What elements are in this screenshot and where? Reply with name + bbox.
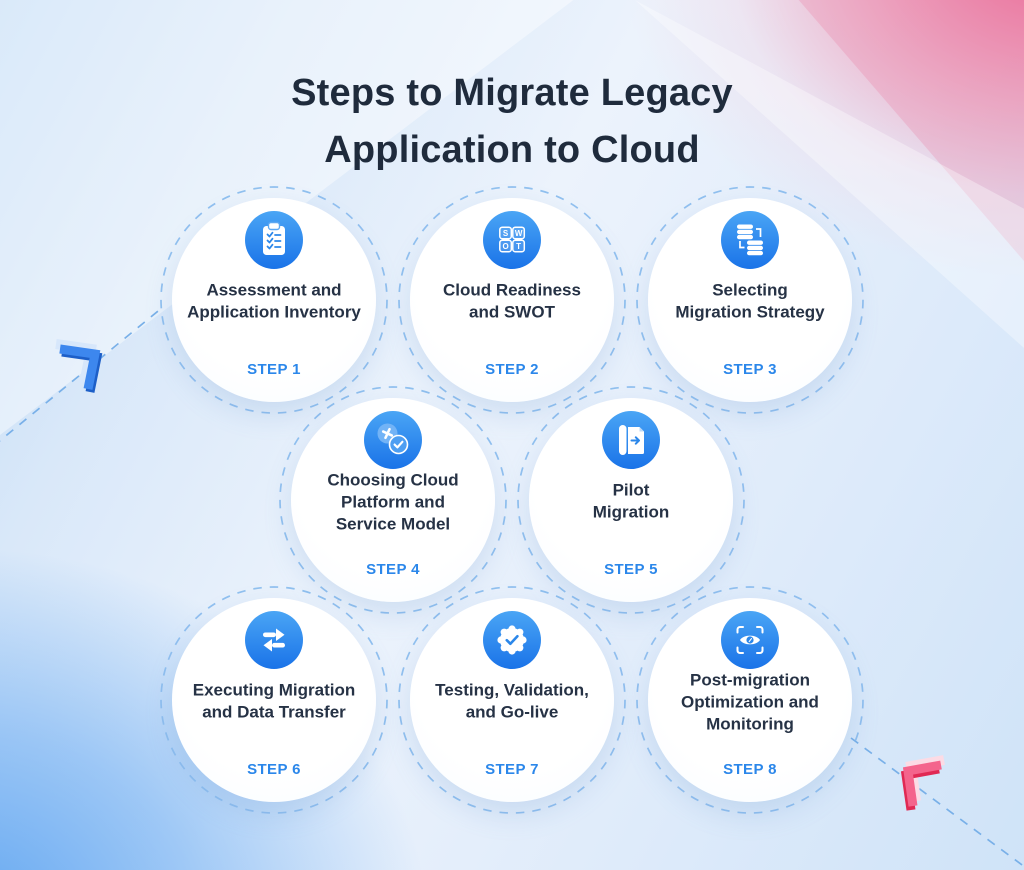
step-label: STEP 6 (247, 761, 301, 778)
step-title: Pilot Migration (592, 480, 670, 522)
svg-text:S: S (503, 229, 509, 238)
step-ring-4 (279, 386, 507, 614)
step-ring-1 (160, 186, 388, 414)
dashed-line-right (850, 737, 1024, 868)
chevron-3d-pink-icon (900, 755, 945, 811)
step-label: STEP 4 (366, 561, 420, 578)
step-ring-3 (636, 186, 864, 414)
step-ring-6 (160, 586, 388, 814)
step-title: Choosing Cloud Platform and Service Mode… (327, 470, 459, 534)
step-circle-6: Executing Migration and Data Transfer ST… (172, 598, 376, 802)
eye-scan-icon (721, 611, 779, 669)
step-ring-8 (636, 586, 864, 814)
step-label: STEP 1 (247, 361, 301, 378)
step-label: STEP 8 (723, 761, 777, 778)
step-title: Selecting Migration Strategy (675, 280, 825, 322)
database-migration-icon (721, 211, 779, 269)
step-circle-5: Pilot Migration STEP 5 (529, 398, 733, 602)
step-title: Assessment and Application Inventory (187, 280, 361, 322)
step-circle-4: Choosing Cloud Platform and Service Mode… (291, 398, 495, 602)
step-circle-8: Post-migration Optimization and Monitori… (648, 598, 852, 802)
clipboard-checklist-icon (245, 211, 303, 269)
platform-select-icon (364, 411, 422, 469)
step-title: Post-migration Optimization and Monitori… (681, 670, 819, 734)
step-label: STEP 3 (723, 361, 777, 378)
step-circle-2: S W O T Cloud Readiness and SWOT STEP 2 (410, 198, 614, 402)
step-title: Testing, Validation, and Go-live (435, 680, 589, 722)
document-export-icon (602, 411, 660, 469)
svg-text:T: T (516, 242, 521, 251)
step-title: Cloud Readiness and SWOT (443, 280, 581, 322)
svg-text:O: O (502, 242, 508, 251)
dashed-line-left (0, 306, 164, 442)
chevron-3d-blue-icon (55, 339, 103, 393)
step-circle-7: Testing, Validation, and Go-live STEP 7 (410, 598, 614, 802)
step-circle-1: Assessment and Application Inventory STE… (172, 198, 376, 402)
step-label: STEP 7 (485, 761, 539, 778)
step-ring-5 (517, 386, 745, 614)
page-title: Steps to Migrate Legacy Application to C… (291, 72, 733, 172)
step-ring-7 (398, 586, 626, 814)
transfer-arrows-icon (245, 611, 303, 669)
step-circle-3: Selecting Migration Strategy STEP 3 (648, 198, 852, 402)
step-label: STEP 2 (485, 361, 539, 378)
step-ring-2 (398, 186, 626, 414)
svg-text:W: W (515, 229, 523, 238)
step-title: Executing Migration and Data Transfer (192, 680, 356, 722)
step-label: STEP 5 (604, 561, 658, 578)
verified-badge-icon (483, 611, 541, 669)
swot-grid-icon: S W O T (483, 211, 541, 269)
